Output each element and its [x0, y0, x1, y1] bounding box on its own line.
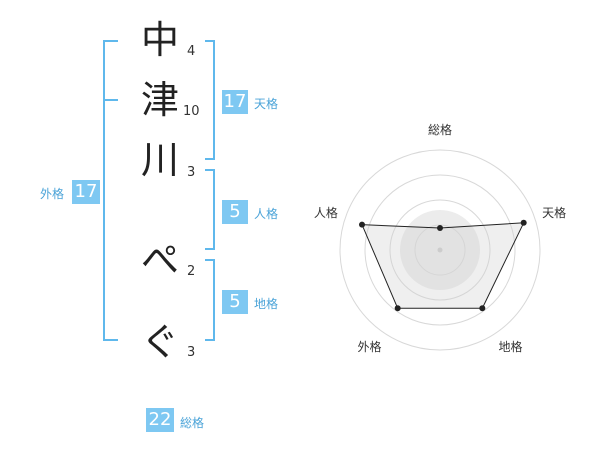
tenkaku-bracket: [205, 40, 215, 160]
chikaku-badge: 5: [222, 290, 248, 314]
radar-label-0: 総格: [428, 122, 452, 137]
stroke-count-2: 10: [183, 104, 200, 119]
radar-point-0: [437, 225, 443, 231]
stroke-count-3: 3: [187, 165, 196, 180]
name-char-1: 中: [140, 18, 179, 62]
radar-ring-2: [389, 199, 491, 301]
radar-label-3: 外格: [357, 339, 381, 354]
name-char-3: 川: [140, 138, 179, 182]
tenkaku-label: 天格: [254, 97, 279, 111]
radar-label-1: 天格: [542, 205, 566, 220]
gaikaku-badge: 17: [72, 180, 100, 204]
name-char-4: ぺ: [140, 238, 179, 282]
radar-polygon: [361, 222, 525, 309]
stroke-count-5: 3: [187, 345, 196, 360]
radar-label-2: 地格: [499, 339, 523, 354]
jinkaku-label: 人格: [254, 207, 279, 221]
gaikaku-label: 外格: [40, 187, 65, 201]
stroke-count-4: 2: [187, 264, 196, 279]
radar-point-2: [479, 305, 486, 312]
chikaku-label: 地格: [254, 297, 279, 311]
soukaku-badge: 22: [146, 408, 174, 432]
radar-point-1: [520, 219, 527, 226]
radar-point-4: [359, 221, 366, 228]
name-char-2: 津: [140, 78, 179, 122]
name-char-5: ぐ: [140, 320, 179, 364]
radar-ring-3: [364, 174, 516, 326]
jinkaku-bracket: [205, 169, 215, 250]
tenkaku-badge: 17: [222, 90, 248, 114]
stroke-count-1: 4: [187, 44, 196, 59]
jinkaku-badge: 5: [222, 200, 248, 224]
radar-label-4: 人格: [314, 205, 338, 220]
gaikaku-bracket: [103, 40, 118, 341]
radar-center-dot: [437, 247, 443, 253]
soukaku-label: 総格: [180, 416, 205, 430]
chikaku-bracket: [205, 259, 215, 341]
radar-point-3: [394, 305, 401, 312]
radar-ring-4: [339, 149, 541, 351]
